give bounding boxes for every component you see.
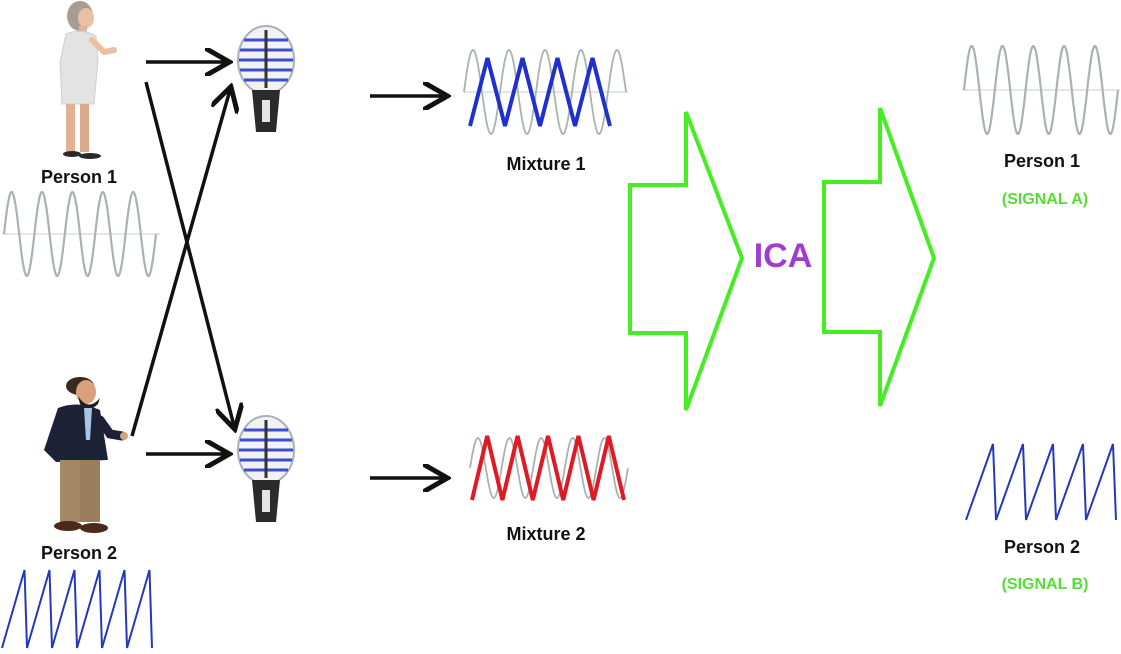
output-signal-a-wave xyxy=(962,44,1120,136)
microphone-1-icon xyxy=(237,25,295,132)
person-2-sawtooth-wave xyxy=(1,569,153,649)
output-person-1-label: Person 1 xyxy=(1004,151,1080,171)
microphone-2-icon xyxy=(237,415,295,522)
person-1-sine-wave xyxy=(2,190,160,278)
person-2-label: Person 2 xyxy=(41,543,117,563)
mixture-1-wave xyxy=(463,49,628,135)
mixture-2-wave xyxy=(469,435,629,501)
output-signal-b-wave xyxy=(965,443,1117,521)
person-2-figure xyxy=(44,377,128,533)
arrow-person2-mic1 xyxy=(130,90,230,437)
ica-output-arrow xyxy=(822,107,937,407)
source-to-mic-arrows xyxy=(130,62,234,454)
ica-label: ICA xyxy=(754,237,813,275)
arrow-person1-mic2 xyxy=(144,81,234,426)
mic-to-mixture-arrows xyxy=(370,96,444,478)
ica-input-arrow xyxy=(628,111,745,411)
signal-a-label: (SIGNAL A) xyxy=(1002,191,1088,208)
person-1-label: Person 1 xyxy=(41,167,117,187)
mixture-1-label: Mixture 1 xyxy=(506,154,585,174)
output-person-2-label: Person 2 xyxy=(1004,537,1080,557)
person-1-figure xyxy=(59,1,117,159)
signal-b-label: (SIGNAL B) xyxy=(1002,576,1089,593)
mixture-2-label: Mixture 2 xyxy=(506,524,585,544)
